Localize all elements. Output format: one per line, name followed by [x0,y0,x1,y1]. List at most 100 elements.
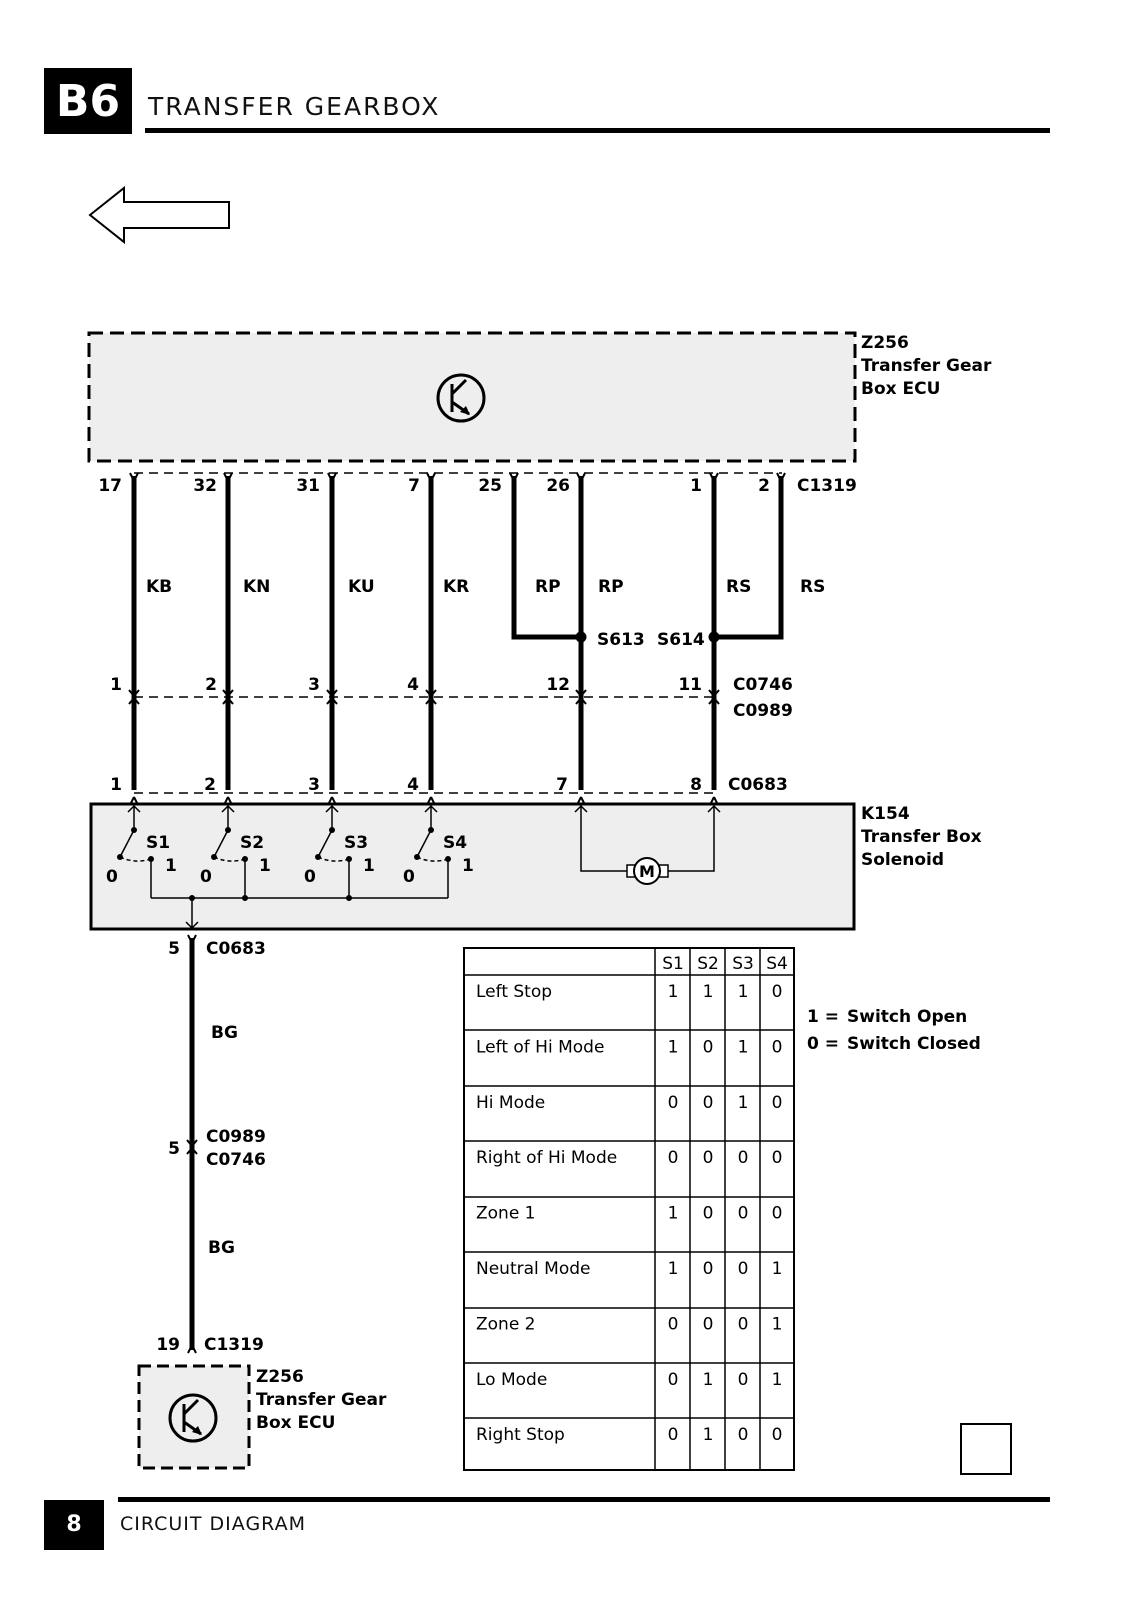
switch-s1-label: S1 [146,833,170,853]
ground-pin-bottom: 19 [156,1335,180,1355]
ground-wire-color-upper: BG [211,1023,238,1043]
section-code-badge [44,68,132,134]
wire-color-1: KB [146,577,172,597]
switch-s3-label: S3 [344,833,368,853]
inline-connector-label-b: C0989 [733,701,793,721]
ecu-bottom-id: Z256 [256,1367,304,1387]
inline-connector-terminals [128,689,720,705]
splice-s613-dot [575,631,587,643]
wire-color-2: KN [243,577,270,597]
legend-one-label: Switch Open [847,1007,967,1027]
wire-color-4: KR [443,577,469,597]
wire-color-6: RP [598,577,624,597]
table-row-mode-label: Right of Hi Mode [476,1148,617,1168]
table-cell-value: 0 [703,1259,714,1279]
inline-pin-1: 1 [110,675,122,695]
table-cell-value: 1 [772,1259,783,1279]
motor-icon [633,857,661,885]
inline-connector-label-a: C0746 [733,675,793,695]
ground-pin-top: 5 [168,939,180,959]
solenoid-connector-label: C0683 [728,775,788,795]
splice-s614-dot [708,631,720,643]
left-arrow-icon[interactable] [88,185,230,245]
ecu-pin-8: 2 [758,476,770,496]
table-header-s4: S4 [766,954,788,974]
table-cell-value: 0 [738,1259,749,1279]
table-cell-value: 0 [772,982,783,1002]
ground-inline-terminal [186,1139,198,1155]
ecu-top-id: Z256 [861,333,909,353]
switch-s2-pos1: 1 [259,856,271,876]
solenoid-id: K154 [861,804,910,824]
ecu-pin-2: 32 [193,476,217,496]
switch-s2-pos0: 0 [200,867,212,887]
ground-connector-mid-a: C0989 [206,1127,266,1147]
table-row-mode-label: Right Stop [476,1425,565,1445]
motor-symbol: M [639,862,655,881]
table-row-mode-label: Lo Mode [476,1370,547,1390]
table-row-mode-label: Zone 1 [476,1204,536,1224]
table-cell-value: 0 [738,1314,749,1334]
splice-s613-label: S613 [597,630,645,650]
transistor-icon [436,373,486,423]
table-cell-value: 0 [772,1037,783,1057]
table-cell-value: 0 [738,1425,749,1445]
table-cell-value: 1 [772,1314,783,1334]
switch-s2-label: S2 [240,833,264,853]
table-cell-value: 1 [772,1370,783,1390]
inline-pin-2: 2 [205,675,217,695]
switch-s1-pos0: 0 [106,867,118,887]
table-row-mode-label: Left of Hi Mode [476,1037,604,1057]
ground-connector-bottom: C1319 [204,1335,264,1355]
splice-s614-label: S614 [657,630,705,650]
table-cell-value: 0 [738,1148,749,1168]
table-row-mode-label: Zone 2 [476,1314,536,1334]
switch-s4-label: S4 [443,833,467,853]
ground-pin-mid: 5 [168,1139,180,1159]
table-cell-value: 0 [772,1425,783,1445]
ecu-top-box [87,331,857,463]
inline-pin-3: 3 [308,675,320,695]
solenoid-name-line1: Transfer Box [861,827,982,847]
table-cell-value: 0 [703,1093,714,1113]
inline-pin-5: 12 [546,675,570,695]
ground-connector-mid-b: C0746 [206,1150,266,1170]
page-number: 8 [44,1500,104,1550]
table-cell-value: 0 [703,1204,714,1224]
solenoid-pin-6: 8 [690,775,702,795]
table-cell-value: 0 [772,1204,783,1224]
table-row-mode-label: Left Stop [476,982,552,1002]
table-cell-value: 1 [738,1037,749,1057]
ecu-bottom-name-line2: Box ECU [256,1413,335,1433]
table-cell-value: 0 [668,1425,679,1445]
table-cell-value: 1 [668,1037,679,1057]
footer-label: CIRCUIT DIAGRAM [120,1513,306,1535]
switch-junction-dots [117,827,451,901]
table-cell-value: 0 [703,1148,714,1168]
inline-pin-4: 4 [407,675,419,695]
wire-color-7: RS [726,577,751,597]
wire-color-8: RS [800,577,825,597]
switch-s4-pos0: 0 [403,867,415,887]
ecu-pin-6: 26 [546,476,570,496]
table-cell-value: 0 [668,1093,679,1113]
table-header-s2: S2 [697,954,719,974]
blank-box [960,1423,1012,1475]
table-cell-value: 0 [772,1148,783,1168]
table-header-s1: S1 [662,954,684,974]
ground-wire-color-lower: BG [208,1238,235,1258]
table-cell-value: 0 [668,1370,679,1390]
table-cell-value: 1 [668,982,679,1002]
solenoid-pin-4: 4 [407,775,419,795]
legend-zero: 0 = [807,1034,839,1054]
table-cell-value: 1 [738,1093,749,1113]
header-rule [145,128,1050,133]
table-cell-value: 0 [703,1037,714,1057]
ground-connector-top: C0683 [206,939,266,959]
section-code: B6 [55,76,121,127]
solenoid-pin-5: 7 [556,775,568,795]
truth-table-header: S1 S2 S3 S4 [662,954,788,974]
table-cell-value: 0 [668,1314,679,1334]
